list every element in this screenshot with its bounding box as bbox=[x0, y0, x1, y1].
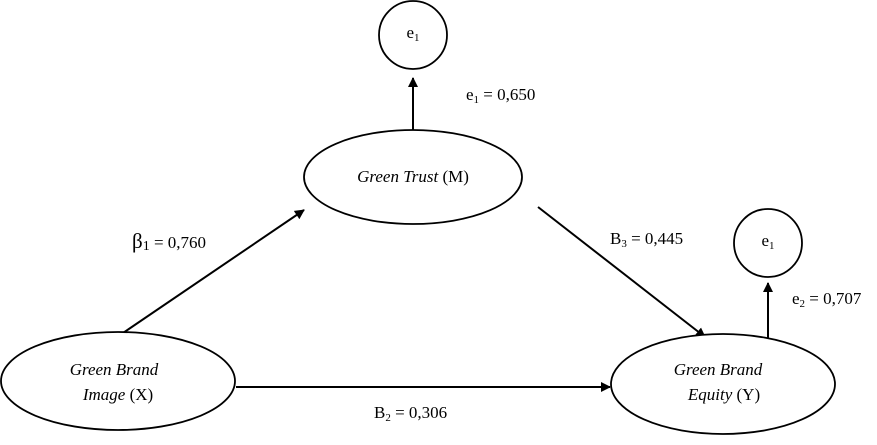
label-beta1: β1 = 0,760 bbox=[132, 229, 206, 254]
label-b3: B3 = 0,445 bbox=[610, 229, 683, 250]
arrow-trust-to-equity bbox=[537, 206, 706, 338]
label-e2-value: e2 = 0,707 bbox=[792, 289, 862, 310]
error-label-top: e1 bbox=[406, 23, 419, 44]
green-brand-equity-line2: Equity (Y) bbox=[687, 385, 760, 404]
label-e1-value: e1 = 0,650 bbox=[466, 85, 535, 106]
label-b2: B2 = 0,306 bbox=[374, 403, 447, 424]
green-trust-label: Green Trust (M) bbox=[357, 167, 469, 186]
node-green-brand-image: Green Brand Image (X) bbox=[0, 331, 236, 431]
node-green-trust: Green Trust (M) bbox=[303, 129, 523, 225]
error-node-right: e1 bbox=[733, 208, 803, 278]
ellipse-green-brand-equity bbox=[610, 333, 836, 435]
green-brand-image-line1: Green Brand bbox=[70, 360, 159, 379]
arrow-image-to-trust bbox=[119, 209, 305, 336]
error-circle-right bbox=[733, 208, 803, 278]
ellipse-green-trust bbox=[303, 129, 523, 225]
green-brand-image-line2: Image (X) bbox=[82, 385, 153, 404]
node-green-brand-equity: Green Brand Equity (Y) bbox=[610, 333, 836, 435]
green-brand-equity-line1: Green Brand bbox=[674, 360, 763, 379]
error-node-top: e1 bbox=[378, 0, 448, 70]
error-circle-top bbox=[378, 0, 448, 70]
ellipse-green-brand-image bbox=[0, 331, 236, 431]
error-label-right: e1 bbox=[761, 231, 774, 252]
